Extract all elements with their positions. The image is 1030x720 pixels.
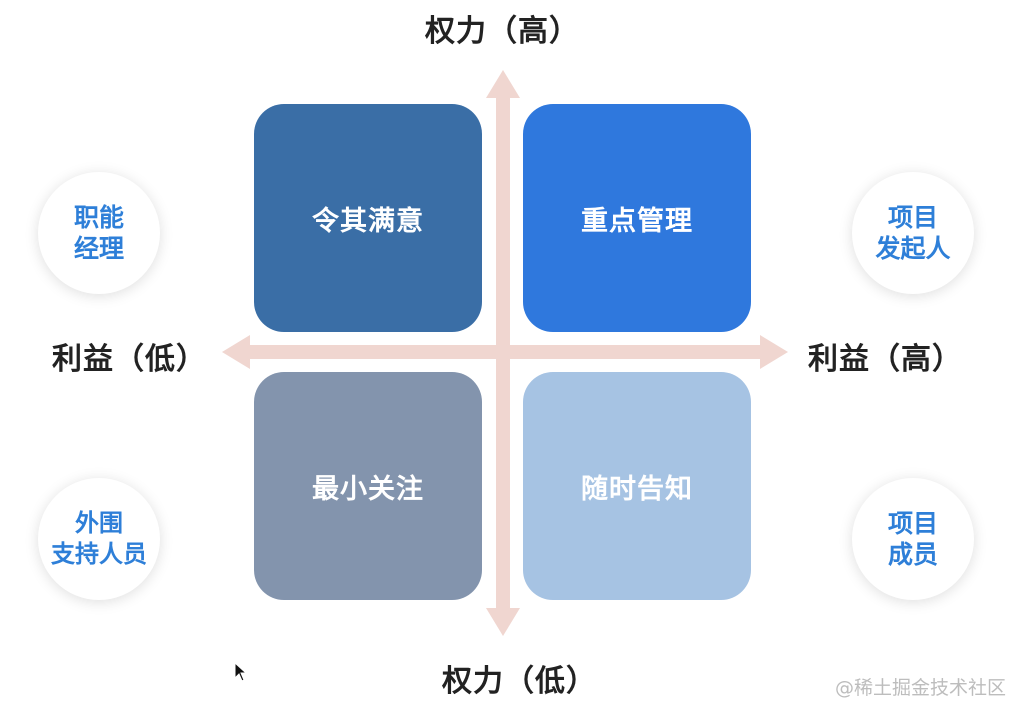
down-arrowhead: [486, 608, 520, 636]
role-line: 支持人员: [51, 540, 147, 568]
role-project-member: 项目 成员: [852, 478, 974, 600]
axis-label-power-high: 权力（高）: [425, 14, 580, 49]
role-peripheral-support: 外围 支持人员: [38, 478, 160, 600]
quadrant-minimum-attention: 最小关注: [254, 372, 482, 600]
role-line: 职能: [73, 203, 124, 232]
role-line: 成员: [887, 540, 938, 569]
watermark: @稀土掘金技术社区: [834, 677, 1006, 699]
axis-label-interest-low: 利益（低）: [52, 342, 207, 377]
quadrant-keep-satisfied: 令其满意: [254, 104, 482, 332]
role-line: 项目: [887, 509, 938, 538]
quadrant-label: 随时告知: [581, 473, 693, 505]
role-line: 项目: [887, 203, 938, 232]
left-arrowhead: [222, 335, 250, 369]
role-line: 外围: [75, 509, 123, 537]
quadrant-label: 最小关注: [312, 473, 424, 505]
axis-label-interest-high: 利益（高）: [808, 342, 963, 377]
role-line: 发起人: [875, 234, 951, 263]
axis-label-power-low: 权力（低）: [442, 664, 597, 699]
role-line: 经理: [73, 234, 124, 263]
quadrant-keep-informed: 随时告知: [523, 372, 751, 600]
up-arrowhead: [486, 70, 520, 98]
mouse-cursor-icon: [234, 662, 248, 682]
quadrant-manage-closely: 重点管理: [523, 104, 751, 332]
right-arrowhead: [760, 335, 788, 369]
role-project-sponsor: 项目 发起人: [852, 172, 974, 294]
quadrant-label: 令其满意: [312, 205, 424, 237]
quadrant-label: 重点管理: [581, 205, 693, 237]
horizontal-axis-shaft: [242, 345, 768, 359]
role-functional-manager: 职能 经理: [38, 172, 160, 294]
